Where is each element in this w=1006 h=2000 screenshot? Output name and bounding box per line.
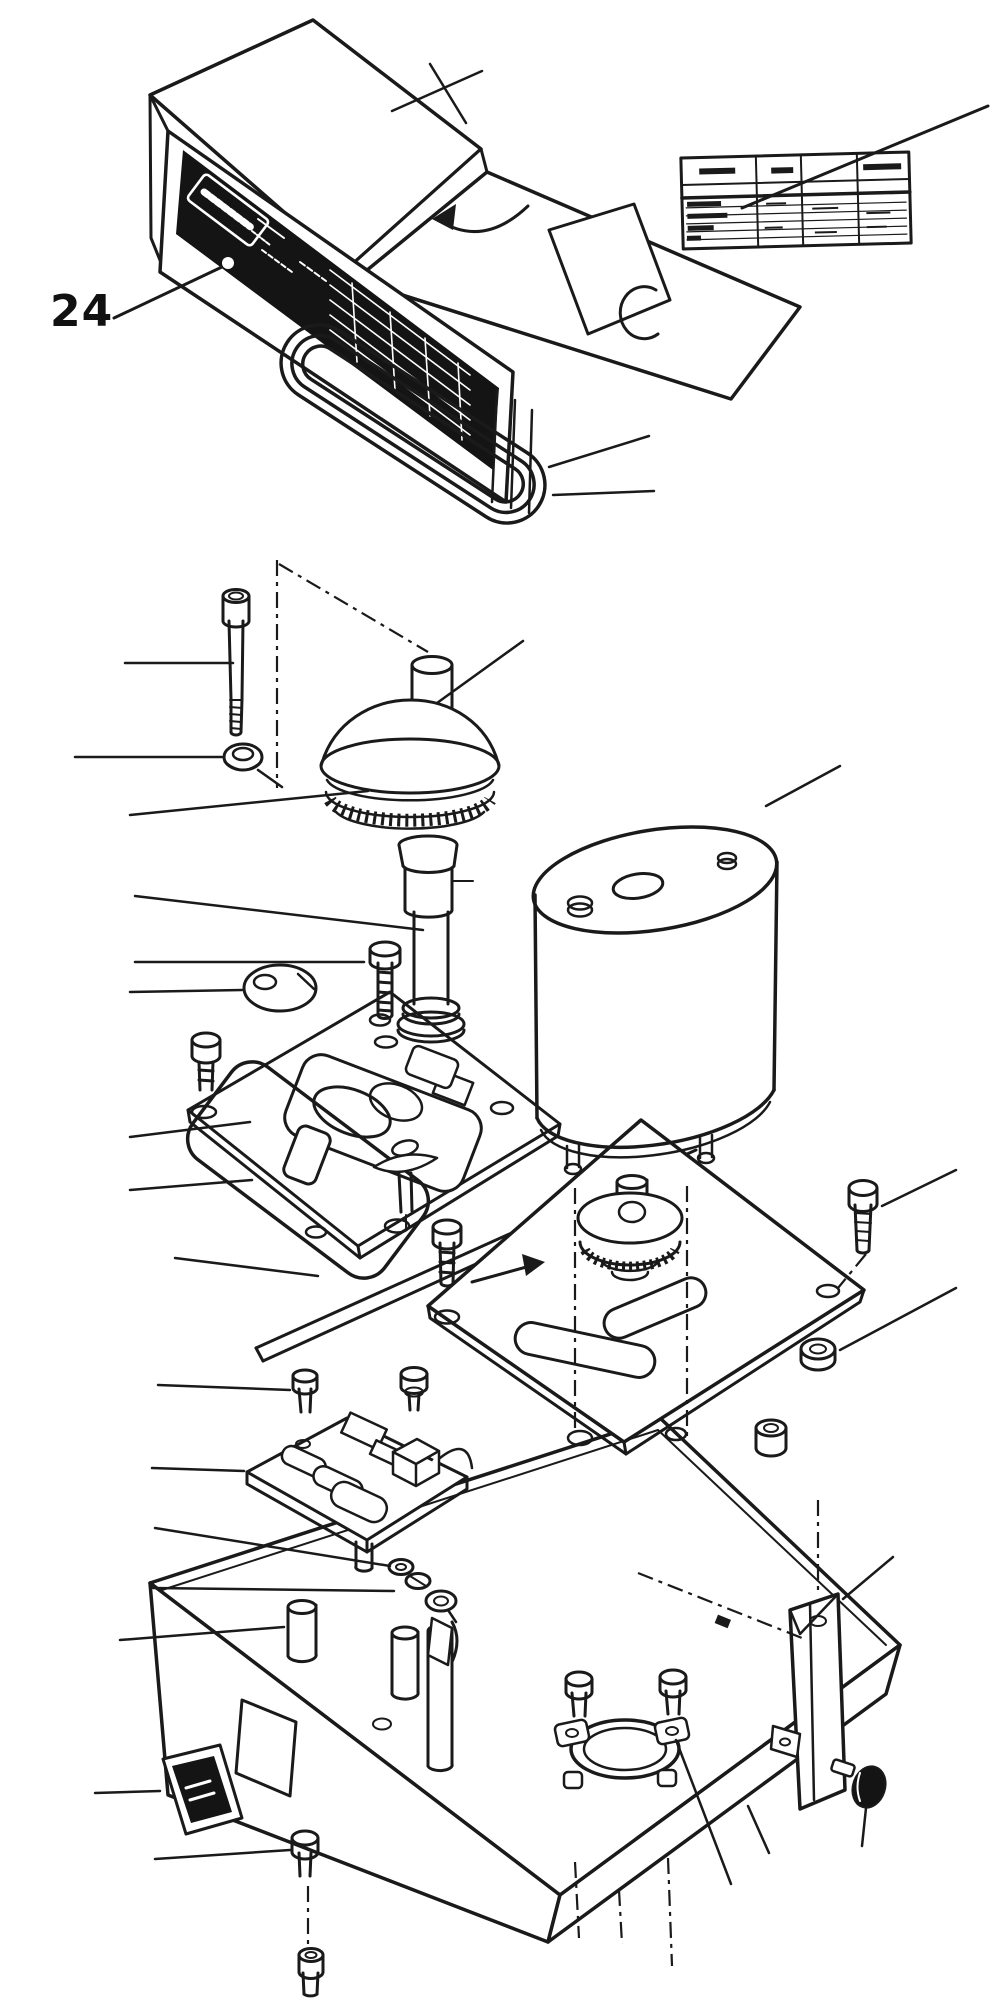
rocker-switch xyxy=(161,1743,244,1836)
end-cap xyxy=(547,202,672,336)
drive-pulley xyxy=(128,639,525,1044)
hex-bolt-mid xyxy=(431,1218,463,1288)
motor-top-hole xyxy=(611,872,665,900)
flat-washer xyxy=(73,742,284,789)
switch-leader xyxy=(93,1789,162,1795)
motor-studs xyxy=(563,1133,716,1176)
board-leaders xyxy=(150,1383,396,1593)
brand-logo-plate xyxy=(186,173,270,247)
wing-bolt xyxy=(372,1139,439,1234)
bolt-tr-leader xyxy=(880,1168,958,1208)
cover-right-end xyxy=(490,202,672,515)
hex-screw xyxy=(368,940,402,1049)
spacer-block xyxy=(404,1044,460,1090)
front-label-panel xyxy=(176,150,499,470)
kidney-slot-lower xyxy=(513,1321,657,1379)
clamp-bolt-left xyxy=(564,1670,594,1718)
washer-stack xyxy=(387,1558,459,1667)
belt-outer-loop xyxy=(279,323,547,525)
cover-leader-lines xyxy=(390,62,484,125)
base-housing xyxy=(93,1416,902,1944)
belt-inner-loop xyxy=(300,344,526,504)
gasket xyxy=(185,1060,431,1280)
pulley-shaft-column xyxy=(396,834,474,1044)
board-screws xyxy=(291,1366,429,1414)
terminal-lug xyxy=(426,1616,454,1667)
nut-leader xyxy=(838,1286,958,1352)
pipe-clamp xyxy=(553,1716,691,1790)
pin-on-axis xyxy=(714,1614,731,1629)
center-lines xyxy=(275,560,867,1967)
lock-nut xyxy=(799,1337,837,1372)
callout-leader xyxy=(112,257,234,320)
base-bolt-leader xyxy=(153,1848,292,1861)
mounting-plate-left xyxy=(128,990,562,1280)
label-leader-line xyxy=(740,104,990,210)
base-hole xyxy=(372,1717,392,1731)
base-bolt xyxy=(290,1829,320,1878)
handle-c-cutout xyxy=(618,285,660,341)
base-window-cutout xyxy=(234,1698,298,1798)
rubber-foot-right xyxy=(390,1625,420,1701)
bottom-screw xyxy=(297,1947,325,1998)
board-components xyxy=(280,1411,474,1573)
rubber-foot-left xyxy=(286,1599,318,1664)
motor-leader xyxy=(764,764,842,808)
panel-text-smudges xyxy=(251,218,327,282)
ring-terminal xyxy=(424,1589,458,1613)
table-text-smudges xyxy=(686,163,902,241)
corner-bolt xyxy=(190,1031,222,1092)
pipe-clamp-assembly xyxy=(553,1668,771,1886)
foot-leader xyxy=(118,1625,286,1642)
cam-disc xyxy=(128,963,318,1013)
drive-belt xyxy=(279,323,656,525)
circuit-board xyxy=(150,1366,474,1593)
slotted-mounting-plate xyxy=(426,1118,866,1456)
pulley-dome xyxy=(319,698,501,767)
part-number-callout: 24 xyxy=(50,286,114,337)
pulley-groove-hatch xyxy=(324,796,496,827)
side-bracket xyxy=(769,1555,895,1811)
belt-middle-loop xyxy=(290,333,536,515)
spec-label-table xyxy=(679,150,913,251)
clamp-bolt-right xyxy=(658,1668,688,1716)
bushing xyxy=(754,1418,788,1458)
top-cover xyxy=(148,18,802,515)
motor xyxy=(531,764,842,1282)
motor-terminals xyxy=(566,851,738,918)
hex-bolt-top-right xyxy=(847,1179,879,1255)
motor-coupling xyxy=(576,1174,684,1282)
curved-arrow xyxy=(432,204,530,234)
thumbscrew xyxy=(830,1758,887,1848)
direction-arrow xyxy=(470,1254,545,1284)
kidney-slot-upper xyxy=(602,1276,708,1340)
socket-head-bolt xyxy=(221,588,251,737)
